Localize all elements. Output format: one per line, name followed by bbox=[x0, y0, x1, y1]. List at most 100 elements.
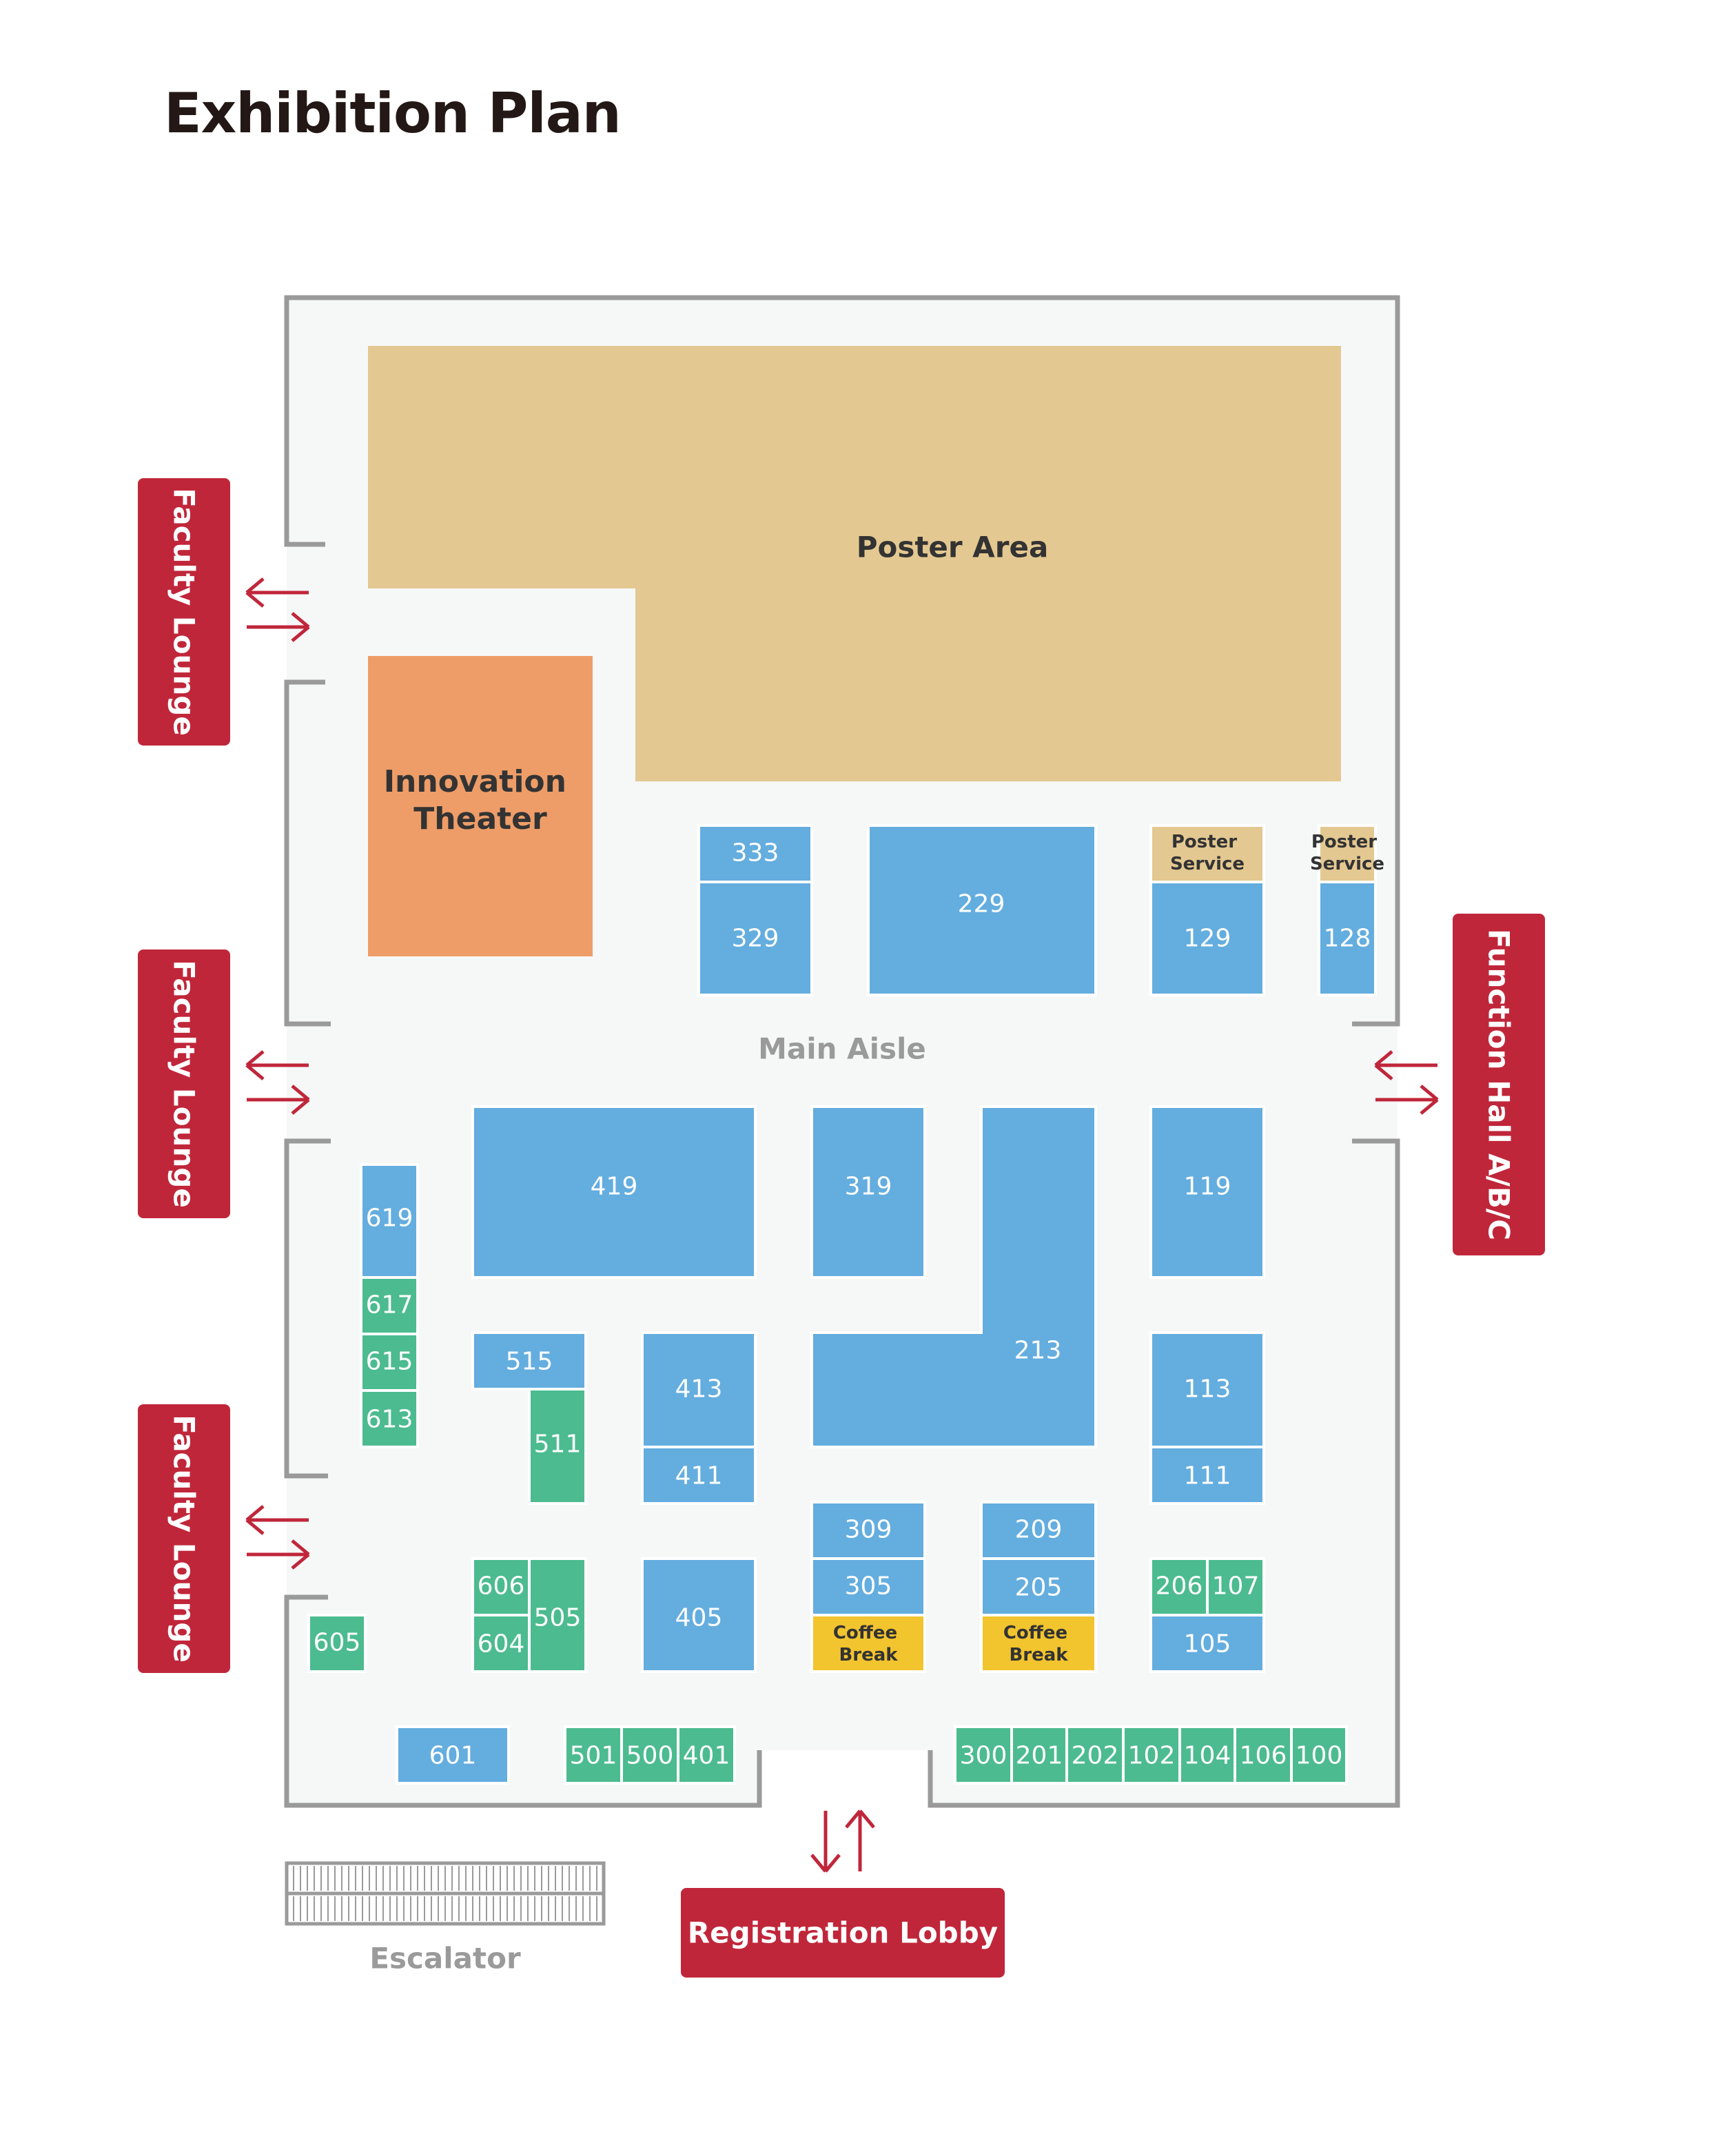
booth-107[interactable] bbox=[1206, 1557, 1265, 1616]
coffee-break-label: Coffee Break bbox=[1003, 1623, 1074, 1665]
coffee-break-2[interactable] bbox=[980, 1614, 1097, 1673]
booth-label: 106 bbox=[1240, 1742, 1287, 1770]
escalator-label: Escalator bbox=[369, 1942, 521, 1975]
booth-label: 613 bbox=[366, 1406, 413, 1434]
double-arrow-icon bbox=[810, 1809, 875, 1873]
booth-labels: 333 329 229 129 128 419 319 213 119 619 … bbox=[314, 832, 1384, 1770]
booth-329[interactable] bbox=[697, 881, 813, 996]
booth-309[interactable] bbox=[810, 1501, 926, 1560]
booth-111[interactable] bbox=[1149, 1446, 1265, 1505]
booth-label: 605 bbox=[314, 1629, 361, 1657]
booth-411[interactable] bbox=[641, 1446, 757, 1505]
poster-service-1[interactable] bbox=[1149, 824, 1265, 883]
exit-registration-lobby[interactable]: Registration Lobby bbox=[681, 1888, 1005, 1978]
booth-617[interactable] bbox=[360, 1276, 419, 1335]
coffee-break-1[interactable] bbox=[810, 1614, 926, 1673]
booth-label: 206 bbox=[1156, 1572, 1203, 1601]
booth-213[interactable] bbox=[810, 1105, 1097, 1448]
exit-label: Registration Lobby bbox=[688, 1916, 998, 1950]
exit-label: Faculty Lounge bbox=[167, 960, 201, 1208]
booth-label: 104 bbox=[1184, 1742, 1231, 1770]
booth-label: 604 bbox=[478, 1630, 525, 1659]
booth-label: 511 bbox=[534, 1430, 582, 1459]
booth-205[interactable] bbox=[980, 1557, 1097, 1616]
exit-function-hall[interactable]: Function Hall A/B/C bbox=[1453, 914, 1545, 1255]
booth-label: 619 bbox=[366, 1204, 413, 1233]
booth-106[interactable] bbox=[1234, 1725, 1293, 1785]
booth-label: 100 bbox=[1296, 1742, 1343, 1770]
booth-label: 309 bbox=[845, 1516, 892, 1544]
booth-129[interactable] bbox=[1149, 881, 1265, 996]
booth-128[interactable] bbox=[1318, 881, 1377, 996]
booth-500[interactable] bbox=[620, 1725, 679, 1785]
booth-105[interactable] bbox=[1149, 1614, 1265, 1673]
booth-label: 413 bbox=[675, 1375, 723, 1404]
booth-419[interactable] bbox=[471, 1105, 757, 1279]
escalator-icon bbox=[285, 1861, 606, 1926]
booth-615[interactable] bbox=[360, 1333, 419, 1392]
hall-walls bbox=[284, 295, 1400, 1808]
exit-faculty-lounge-1[interactable]: Faculty Lounge bbox=[138, 478, 230, 746]
booth-label: 606 bbox=[478, 1572, 525, 1601]
booth-102[interactable] bbox=[1122, 1725, 1181, 1785]
booth-202[interactable] bbox=[1065, 1725, 1125, 1785]
booth-333[interactable] bbox=[697, 824, 813, 883]
booth-601[interactable] bbox=[396, 1725, 510, 1785]
booth-604[interactable] bbox=[471, 1614, 531, 1673]
booth-501[interactable] bbox=[564, 1725, 623, 1785]
poster-area[interactable] bbox=[368, 346, 1341, 781]
booth-label: 119 bbox=[1184, 1173, 1231, 1201]
booth-label: 515 bbox=[506, 1348, 553, 1376]
booth-label: 113 bbox=[1184, 1375, 1231, 1404]
innovation-theater-label: Innovation Theater bbox=[384, 764, 577, 836]
booth-305[interactable] bbox=[810, 1557, 926, 1616]
booth-229[interactable] bbox=[867, 824, 1097, 996]
booth-label: 500 bbox=[626, 1742, 674, 1770]
booth-119[interactable] bbox=[1149, 1105, 1265, 1279]
exit-faculty-lounge-2[interactable]: Faculty Lounge bbox=[138, 949, 230, 1218]
booth-605[interactable] bbox=[307, 1614, 367, 1673]
booth-401[interactable] bbox=[677, 1725, 736, 1785]
innovation-theater[interactable] bbox=[368, 656, 593, 956]
booth-511[interactable] bbox=[528, 1388, 587, 1505]
booth-label: 107 bbox=[1212, 1572, 1260, 1601]
booth-label: 615 bbox=[366, 1348, 413, 1376]
booth-505[interactable] bbox=[528, 1557, 587, 1673]
exit-label: Faculty Lounge bbox=[167, 1415, 201, 1663]
booth-label: 105 bbox=[1184, 1630, 1231, 1659]
green-booths bbox=[307, 1276, 1348, 1785]
exit-faculty-lounge-3[interactable]: Faculty Lounge bbox=[138, 1404, 230, 1673]
booth-405[interactable] bbox=[641, 1557, 757, 1673]
booth-label: 617 bbox=[366, 1291, 413, 1320]
booth-label: 128 bbox=[1324, 925, 1371, 953]
double-arrow-icon bbox=[1374, 1050, 1439, 1115]
booth-label: 305 bbox=[845, 1572, 892, 1601]
booth-label: 505 bbox=[534, 1604, 582, 1632]
booth-label: 300 bbox=[960, 1742, 1007, 1770]
poster-service-2[interactable] bbox=[1318, 824, 1377, 883]
booth-label: 333 bbox=[732, 839, 779, 867]
booth-label: 111 bbox=[1184, 1462, 1231, 1490]
booth-100[interactable] bbox=[1290, 1725, 1348, 1785]
booth-label: 205 bbox=[1015, 1574, 1063, 1602]
booth-319[interactable] bbox=[810, 1105, 926, 1279]
booth-113[interactable] bbox=[1149, 1331, 1265, 1448]
service-booths bbox=[810, 824, 1377, 1673]
booth-label: 102 bbox=[1128, 1742, 1176, 1770]
double-arrow-icon bbox=[245, 1050, 310, 1115]
booth-label: 213 bbox=[1014, 1337, 1062, 1365]
booth-label: 329 bbox=[732, 925, 779, 953]
booth-label: 129 bbox=[1184, 925, 1231, 953]
exit-label: Faculty Lounge bbox=[167, 488, 201, 736]
booth-label: 601 bbox=[429, 1742, 477, 1770]
blue-booths bbox=[360, 824, 1377, 1785]
booth-label: 229 bbox=[958, 890, 1005, 918]
booth-613[interactable] bbox=[360, 1389, 419, 1448]
booth-label: 209 bbox=[1015, 1516, 1063, 1544]
booth-label: 319 bbox=[845, 1173, 892, 1201]
booth-label: 411 bbox=[675, 1462, 723, 1490]
exit-label: Function Hall A/B/C bbox=[1482, 929, 1516, 1240]
booth-label: 202 bbox=[1072, 1742, 1119, 1770]
booth-label: 201 bbox=[1016, 1742, 1063, 1770]
